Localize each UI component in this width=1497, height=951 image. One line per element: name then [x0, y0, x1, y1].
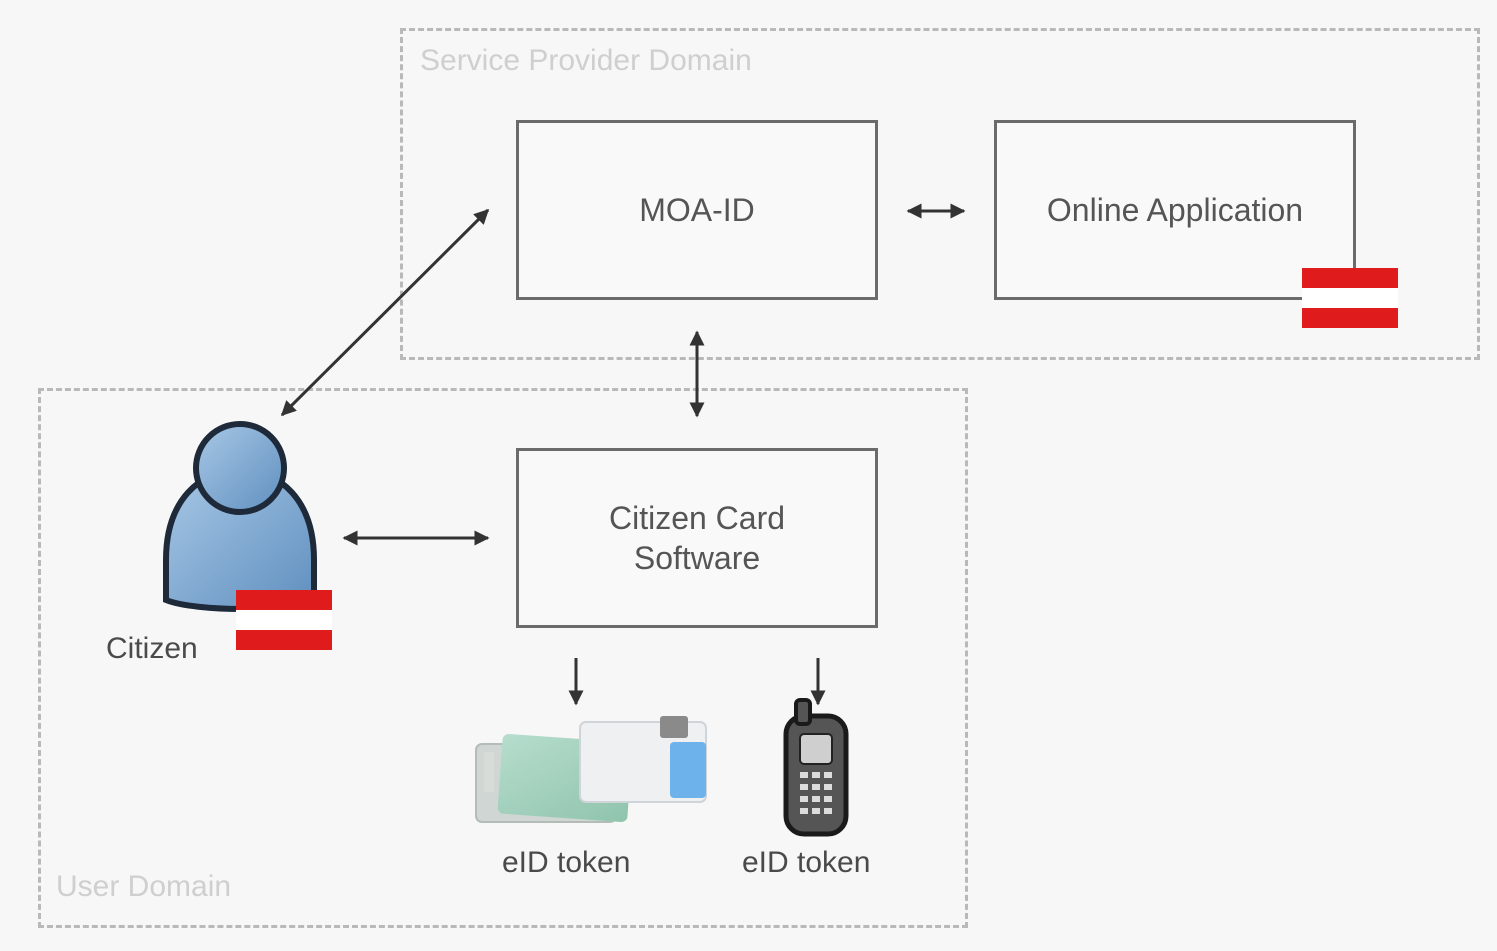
citizen-label: Citizen [106, 632, 198, 665]
arrow-citizen-moa [280, 208, 490, 417]
mobile-phone-icon [783, 698, 849, 837]
moa-id-label: MOA-ID [639, 192, 755, 228]
service-provider-domain [400, 28, 1480, 360]
flag-icon [236, 590, 332, 652]
citizen-card-software-label-line1: Citizen Card [608, 500, 786, 536]
user-domain-label: User Domain [56, 870, 232, 903]
online-application-box: Online Application [994, 120, 1356, 300]
smart-card-icon [475, 716, 707, 823]
citizen-card-software-label-line2: Software [633, 540, 761, 576]
citizen-card-software-box: Citizen Card Software [516, 448, 878, 628]
moa-id-box: MOA-ID [516, 120, 878, 300]
phone-token-label: eID token [742, 846, 871, 879]
user-domain [38, 388, 968, 928]
person-icon [163, 421, 317, 612]
online-application-label: Online Application [1046, 192, 1304, 228]
card-token-label: eID token [502, 846, 631, 879]
service-provider-domain-label: Service Provider Domain [420, 44, 752, 77]
flag-icon [1302, 268, 1398, 330]
